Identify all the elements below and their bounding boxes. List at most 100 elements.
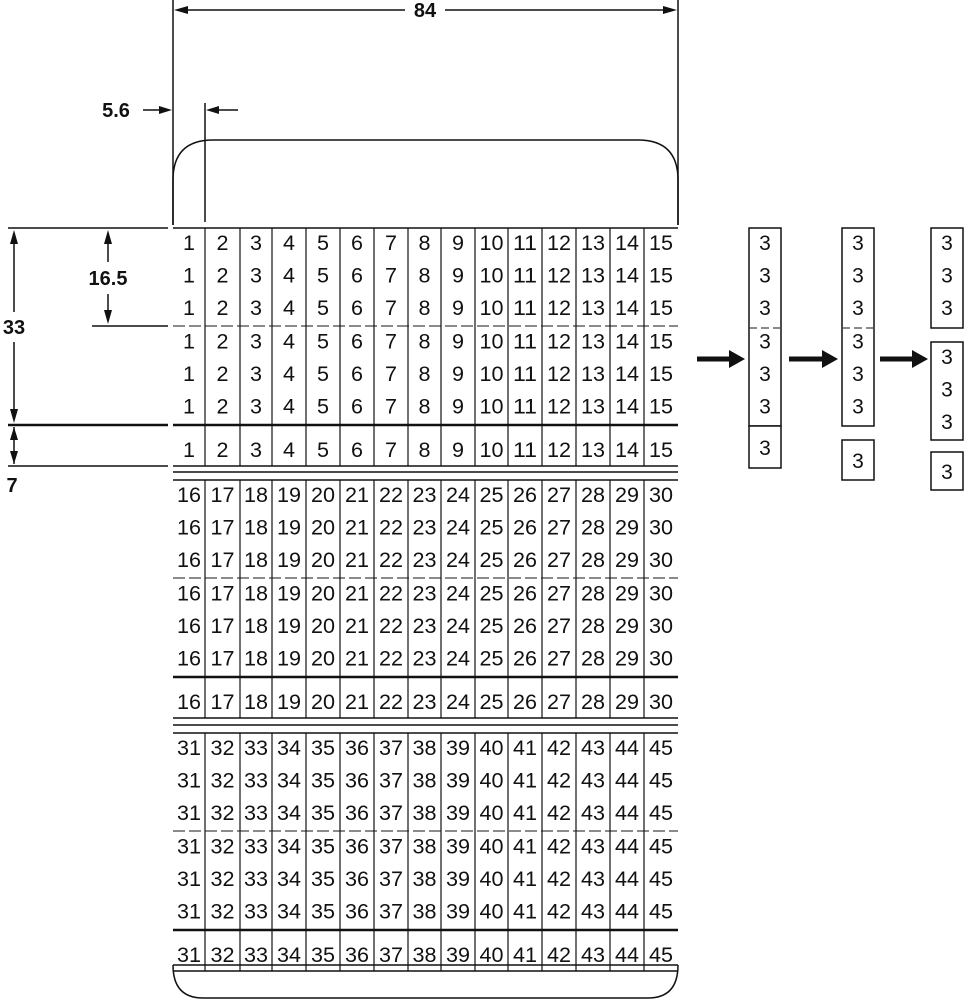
marker-number: 32 <box>211 737 235 760</box>
marker-number: 26 <box>513 648 537 671</box>
marker-number: 28 <box>581 691 605 714</box>
marker-number: 31 <box>177 868 201 891</box>
marker-number: 38 <box>413 944 437 967</box>
marker-number: 22 <box>379 615 403 638</box>
marker-number: 42 <box>547 868 571 891</box>
marker-number: 18 <box>244 691 268 714</box>
marker-number: 38 <box>413 802 437 825</box>
marker-number: 24 <box>446 615 470 638</box>
marker-number: 40 <box>480 770 504 793</box>
marker-number: 29 <box>615 648 639 671</box>
marker-number: 25 <box>480 484 504 507</box>
dimension-left-margin <box>143 103 238 222</box>
marker-number: 28 <box>581 648 605 671</box>
marker-number: 12 <box>547 232 571 255</box>
marker-number: 8 <box>419 265 431 288</box>
marker-number: 25 <box>480 517 504 540</box>
marker-number: 34 <box>277 944 301 967</box>
marker-number: 7 <box>385 439 397 462</box>
marker-number: 20 <box>311 615 335 638</box>
marker-number: 38 <box>413 770 437 793</box>
marker-number: 3 <box>250 232 262 255</box>
segment-number: 3 <box>759 396 771 419</box>
marker-number: 15 <box>649 331 673 354</box>
marker-number: 21 <box>345 691 369 714</box>
marker-number: 41 <box>513 802 537 825</box>
segment-number: 3 <box>759 297 771 320</box>
marker-number: 22 <box>379 691 403 714</box>
segment-number: 3 <box>852 450 864 473</box>
marker-number: 30 <box>649 549 673 572</box>
marker-number: 43 <box>581 901 605 924</box>
marker-group: 3131313131313132323232323232333333333333… <box>173 732 678 972</box>
marker-number: 8 <box>419 331 431 354</box>
marker-number: 37 <box>379 770 403 793</box>
marker-number: 41 <box>513 868 537 891</box>
marker-number: 9 <box>452 297 464 320</box>
marker-number: 13 <box>581 232 605 255</box>
marker-number: 12 <box>547 297 571 320</box>
marker-number: 3 <box>250 297 262 320</box>
marker-number: 36 <box>345 836 369 859</box>
marker-number: 10 <box>480 439 504 462</box>
marker-number: 23 <box>413 691 437 714</box>
dimension-half-height-label: 16.5 <box>89 268 128 290</box>
marker-number: 2 <box>217 232 229 255</box>
marker-number: 18 <box>244 517 268 540</box>
segment-number: 3 <box>941 346 953 369</box>
marker-number: 45 <box>649 802 673 825</box>
marker-number: 38 <box>413 901 437 924</box>
marker-number: 41 <box>513 944 537 967</box>
marker-number: 16 <box>177 691 201 714</box>
marker-number: 9 <box>452 396 464 419</box>
marker-number: 10 <box>480 396 504 419</box>
marker-number: 32 <box>211 770 235 793</box>
marker-number: 44 <box>615 836 639 859</box>
marker-number: 14 <box>615 331 639 354</box>
marker-number: 21 <box>345 583 369 606</box>
marker-number: 33 <box>244 901 268 924</box>
marker-segment <box>748 425 782 469</box>
marker-number: 4 <box>283 439 295 462</box>
marker-number: 26 <box>513 691 537 714</box>
marker-number: 19 <box>277 484 301 507</box>
marker-number: 39 <box>446 901 470 924</box>
marker-number: 9 <box>452 363 464 386</box>
marker-number: 6 <box>351 297 363 320</box>
marker-number: 34 <box>277 737 301 760</box>
marker-number: 11 <box>513 297 537 320</box>
marker-number: 42 <box>547 901 571 924</box>
marker-number: 33 <box>244 944 268 967</box>
marker-number: 6 <box>351 439 363 462</box>
marker-number: 44 <box>615 944 639 967</box>
marker-number: 30 <box>649 691 673 714</box>
marker-number: 17 <box>211 648 235 671</box>
marker-number: 40 <box>480 944 504 967</box>
marker-number: 43 <box>581 944 605 967</box>
marker-number: 43 <box>581 802 605 825</box>
marker-number: 7 <box>385 363 397 386</box>
marker-number: 23 <box>413 484 437 507</box>
segment-number: 3 <box>759 265 771 288</box>
marker-number: 19 <box>277 517 301 540</box>
marker-number: 43 <box>581 737 605 760</box>
marker-number: 18 <box>244 583 268 606</box>
marker-number: 4 <box>283 363 295 386</box>
segment-number: 3 <box>852 363 864 386</box>
marker-number: 21 <box>345 615 369 638</box>
marker-number: 36 <box>345 868 369 891</box>
marker-number: 36 <box>345 944 369 967</box>
marker-number: 2 <box>217 439 229 462</box>
marker-number: 13 <box>581 265 605 288</box>
marker-number: 22 <box>379 583 403 606</box>
marker-number: 18 <box>244 615 268 638</box>
marker-number: 25 <box>480 615 504 638</box>
segment-number: 3 <box>852 331 864 354</box>
marker-number: 7 <box>385 331 397 354</box>
marker-number: 2 <box>217 396 229 419</box>
marker-number: 19 <box>277 549 301 572</box>
marker-number: 34 <box>277 901 301 924</box>
